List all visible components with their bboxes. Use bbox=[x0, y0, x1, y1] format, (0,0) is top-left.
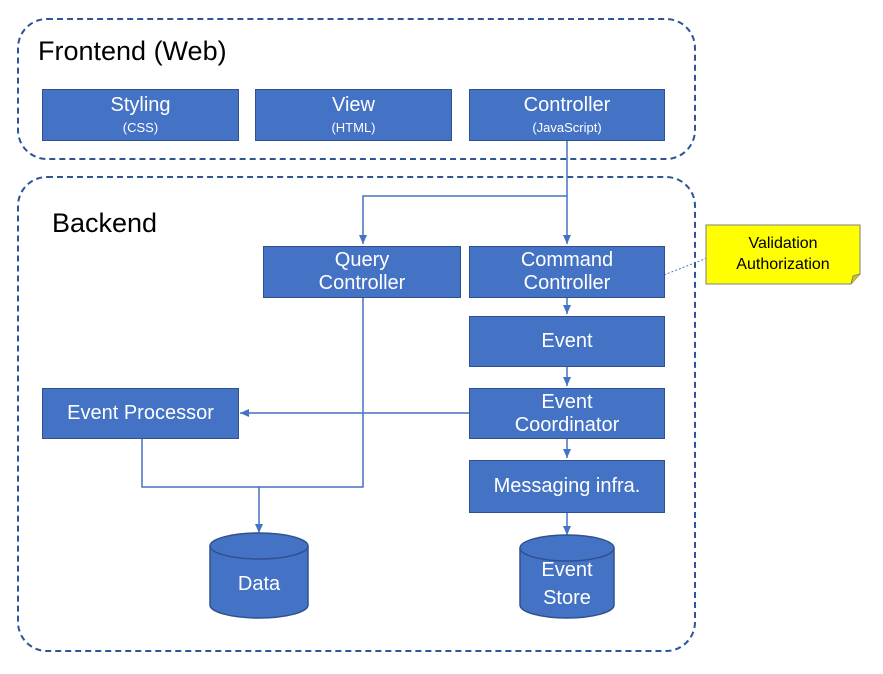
edge-processor-data bbox=[141, 439, 263, 533]
note-line2: Authorization bbox=[736, 255, 830, 273]
query-controller-box: Query Controller bbox=[263, 246, 461, 298]
data-cylinder bbox=[209, 532, 309, 619]
controller-sublabel: (JavaScript) bbox=[532, 120, 602, 136]
controller-box: Controller (JavaScript) bbox=[469, 89, 665, 141]
styling-label: Styling bbox=[110, 94, 171, 117]
event-store-cylinder bbox=[519, 534, 615, 619]
messaging-infra-label: Messaging infra. bbox=[493, 475, 641, 497]
query-controller-line2: Controller bbox=[318, 272, 406, 294]
backend-title: Backend bbox=[52, 208, 158, 238]
edge-query-data bbox=[259, 298, 364, 488]
controller-label: Controller bbox=[523, 94, 611, 117]
event-coordinator-line2: Coordinator bbox=[514, 413, 620, 436]
note-line1: Validation bbox=[748, 234, 818, 252]
event-coordinator-line1: Event bbox=[541, 390, 593, 413]
frontend-title: Frontend (Web) bbox=[38, 36, 227, 66]
edge-controller-query bbox=[359, 195, 567, 244]
command-controller-line2: Controller bbox=[523, 272, 611, 294]
view-box: View (HTML) bbox=[255, 89, 452, 141]
frontend-group bbox=[17, 18, 696, 160]
messaging-infra-box: Messaging infra. bbox=[469, 460, 665, 513]
query-controller-line1: Query bbox=[334, 249, 390, 271]
event-store-line1: Event bbox=[541, 559, 593, 581]
event-processor-label: Event Processor bbox=[67, 402, 214, 424]
event-store-label: Event Store bbox=[520, 556, 614, 612]
validation-note: Validation Authorization bbox=[706, 225, 860, 284]
styling-box: Styling (CSS) bbox=[42, 89, 239, 141]
event-label: Event bbox=[541, 330, 593, 352]
event-box: Event bbox=[469, 316, 665, 367]
data-label: Data bbox=[237, 573, 281, 595]
styling-sublabel: (CSS) bbox=[122, 120, 159, 136]
backend-group bbox=[17, 176, 696, 652]
command-controller-line1: Command bbox=[520, 249, 614, 271]
note-connector bbox=[663, 257, 708, 276]
event-processor-box: Event Processor bbox=[42, 388, 239, 439]
command-controller-box: Command Controller bbox=[469, 246, 665, 298]
note-shape bbox=[705, 224, 861, 285]
view-label: View bbox=[332, 94, 375, 117]
event-coordinator-box: Event Coordinator bbox=[469, 388, 665, 439]
event-store-line2: Store bbox=[543, 587, 591, 609]
view-sublabel: (HTML) bbox=[331, 120, 376, 136]
